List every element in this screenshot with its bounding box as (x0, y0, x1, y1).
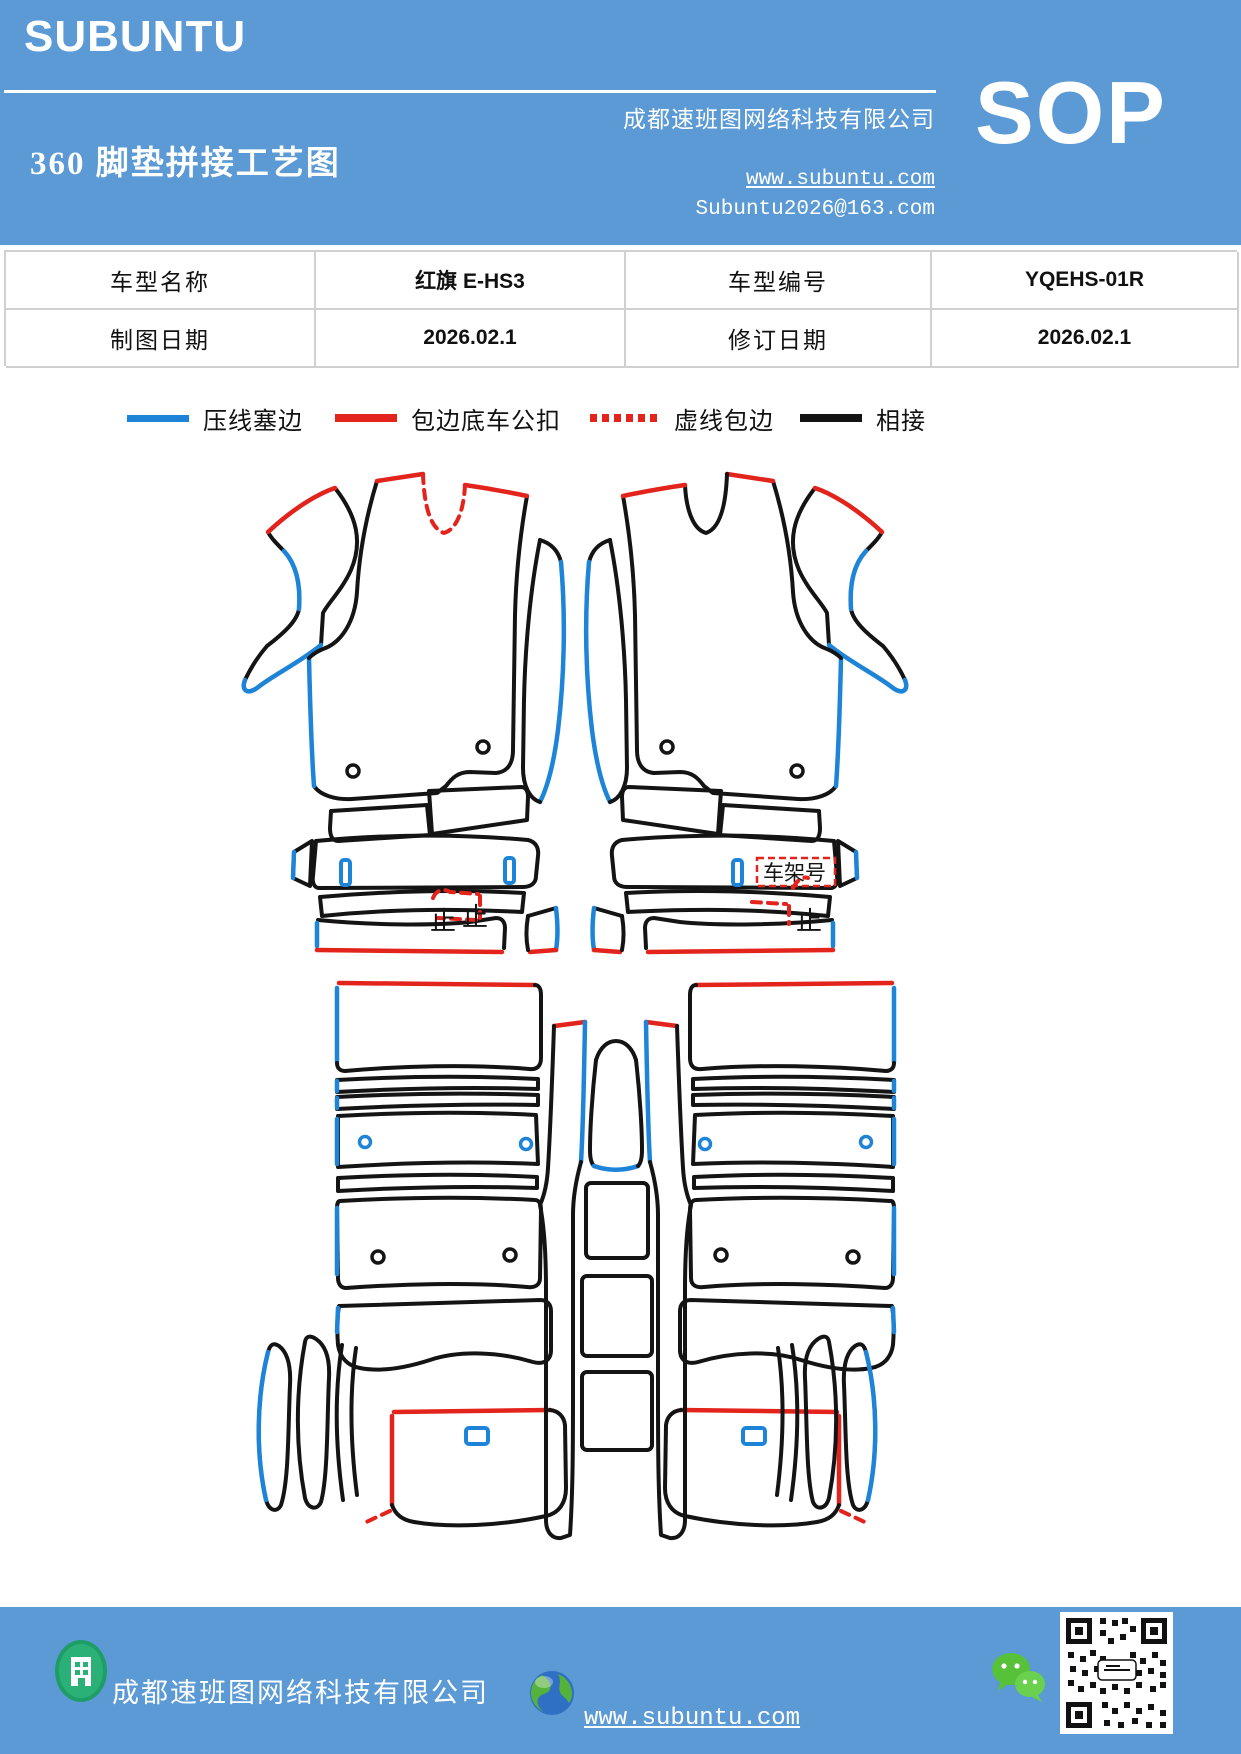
stop-mark-left-2: 止 (462, 903, 488, 932)
header: SUBUNTU 360 脚垫拼接工艺图 成都速班图网络科技有限公司 www.su… (0, 0, 1241, 245)
footer-website-link[interactable]: www.subuntu.com (584, 1705, 801, 1732)
header-divider (4, 90, 936, 93)
front-left-mat-group (241, 471, 567, 955)
legend: 压线塞边 包边底车公扣 虚线包边 相接 (0, 398, 1241, 438)
black-line-swatch (800, 414, 862, 422)
company-icon (55, 1640, 107, 1702)
table-cell-model-label: 车型名称 (6, 252, 316, 310)
footer-company-name: 成都速班图网络科技有限公司 (112, 1678, 489, 1708)
table-cell-date-label: 制图日期 (6, 310, 316, 368)
footer: 成都速班图网络科技有限公司 www.subuntu.com (0, 1607, 1241, 1754)
legend-item-dashed: 虚线包边 (590, 398, 774, 438)
legend-item-join: 相接 (800, 398, 926, 438)
red-line-swatch (335, 414, 397, 422)
blue-line-swatch (127, 414, 189, 422)
stop-mark-right: 止 (796, 907, 822, 936)
vin-label: 车架号 (763, 861, 826, 885)
front-left-annotations: 止 止 (339, 856, 516, 936)
subuntu-logo: SUBUNTU (24, 12, 247, 61)
rear-mat-group-middle (538, 1019, 693, 1541)
table-cell-revision-value: 2026.02.1 (932, 310, 1239, 368)
wing-pieces-right (775, 1334, 878, 1512)
page-title: 360 脚垫拼接工艺图 (30, 146, 341, 182)
legend-item-tuck: 压线塞边 (127, 398, 303, 438)
wing-pieces-left (256, 1334, 359, 1512)
table-cell-code-value: YQEHS-01R (932, 252, 1239, 310)
table-cell-revision-label: 修订日期 (626, 310, 932, 368)
qr-code (1060, 1612, 1173, 1734)
header-website-link[interactable]: www.subuntu.com (745, 168, 935, 191)
sop-badge: SOP (975, 63, 1167, 162)
header-company-name: 成都速班图网络科技有限公司 (623, 107, 935, 132)
table-cell-model-value: 红旗 E-HS3 (316, 252, 626, 310)
front-right-annotations: 车架号 止 (731, 856, 837, 936)
stop-mark-left-1: 止 (430, 907, 456, 936)
wechat-icon (992, 1653, 1045, 1702)
table-cell-code-label: 车型编号 (626, 252, 932, 310)
front-right-mat-group (583, 471, 909, 955)
header-email: Subuntu2026@163.com (695, 198, 935, 221)
globe-icon (530, 1671, 574, 1715)
legend-item-bind: 包边底车公扣 (335, 398, 561, 438)
red-dashed-swatch (590, 414, 660, 422)
rear-mat-group-left (334, 980, 568, 1528)
table-cell-date-value: 2026.02.1 (316, 310, 626, 368)
vehicle-info-table: 车型名称 红旗 E-HS3 车型编号 YQEHS-01R 制图日期 2026.0… (4, 250, 1239, 368)
rear-mat-group-right (663, 980, 897, 1528)
